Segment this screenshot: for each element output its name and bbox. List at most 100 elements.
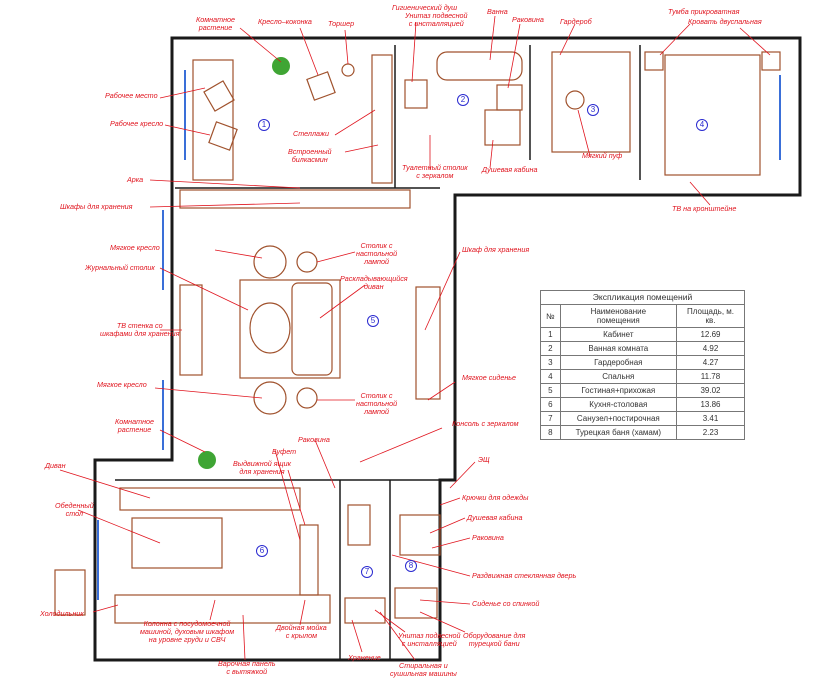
cell: 2 bbox=[540, 341, 561, 356]
label-nightstand: Тумба прикроватная bbox=[668, 7, 740, 16]
washers bbox=[344, 597, 386, 624]
label-hamam-equipment: Оборудование для турецкой бани bbox=[463, 631, 526, 648]
room-number-7: 7 bbox=[361, 566, 373, 578]
plant-office-icon bbox=[272, 57, 290, 75]
windows bbox=[97, 70, 781, 600]
room-number-5: 5 bbox=[367, 315, 379, 327]
label-wardrobe: Гардероб bbox=[560, 17, 592, 26]
shower-top bbox=[484, 109, 521, 146]
label-fridge: Холодильник bbox=[40, 609, 84, 618]
label-floor-lamp: Торшер bbox=[328, 19, 355, 28]
label-toilet-table: Туалетный столик с зеркалом bbox=[402, 163, 468, 180]
cell: 5 bbox=[540, 383, 561, 398]
nightstand-r bbox=[761, 51, 781, 71]
office-shelves bbox=[371, 54, 393, 184]
label-double-sink: Двойная мойка с крылом bbox=[276, 623, 327, 640]
sofa-living bbox=[291, 282, 333, 376]
armchair-bottom bbox=[253, 381, 287, 415]
room-number-4: 4 bbox=[696, 119, 708, 131]
label-sink-bottom: Раковина bbox=[472, 533, 504, 542]
label-soft-chair-top: Мягкое кресло bbox=[110, 243, 160, 252]
shower-bottom bbox=[399, 514, 441, 556]
label-wall-toilet-top: Унитаз подвесной с инсталляцией bbox=[405, 11, 468, 28]
office-chair-2 bbox=[208, 121, 238, 151]
fridge-shape bbox=[54, 569, 86, 616]
label-console-mirror: Консоль с зеркалом bbox=[452, 419, 519, 428]
label-office-plant: Комнатное растение bbox=[196, 15, 236, 32]
label-hob: Варочная панель с вытяжкой bbox=[218, 659, 276, 676]
label-tv-wall: ТВ стенка со шкафами для хранения bbox=[100, 321, 180, 338]
label-washing-machines: Стиральная и сушильная машины bbox=[390, 661, 457, 678]
room-number-8: 8 bbox=[405, 560, 417, 572]
label-built-in-cabinet: Встроенный билкасмин bbox=[288, 147, 332, 164]
label-shower-cabin-top: Душевая кабина bbox=[482, 165, 538, 174]
cell: Гостиная+прихожая bbox=[559, 383, 678, 398]
label-arch: Арка bbox=[127, 175, 144, 184]
col-number: № bbox=[540, 304, 561, 328]
bed bbox=[664, 54, 761, 176]
label-dining-table: Обеденный стол bbox=[55, 501, 94, 518]
lamp-table-top bbox=[296, 251, 318, 273]
label-soft-seat: Мягкое сиденье bbox=[462, 373, 517, 382]
cell: 2.23 bbox=[676, 425, 745, 440]
walls bbox=[93, 36, 802, 662]
cell: 11.78 bbox=[676, 369, 745, 384]
label-shelves: Стеллажи bbox=[293, 129, 329, 138]
cell: Санузел+постирочная bbox=[559, 411, 678, 426]
label-column-appliances: Колонна с посудомоечной машиной, духовым… bbox=[140, 619, 235, 644]
plant-living-icon bbox=[198, 451, 216, 469]
dining-table-shape bbox=[131, 517, 223, 569]
room-number-3: 3 bbox=[587, 104, 599, 116]
label-wall-toilet-bottom: Унитаз подвесной с инсталляцией bbox=[398, 631, 461, 648]
cell: 13.86 bbox=[676, 397, 745, 412]
label-work-chair: Рабочее кресло bbox=[110, 119, 164, 128]
label-buffet: Буфет bbox=[272, 447, 297, 456]
cell: 8 bbox=[540, 425, 561, 440]
cell: 3.41 bbox=[676, 411, 745, 426]
coffee-table-shape bbox=[249, 302, 291, 354]
cell: 6 bbox=[540, 397, 561, 412]
label-sink-top: Раковина bbox=[512, 15, 544, 24]
label-sliding-storage: Выдвижной ящик для хранения bbox=[233, 459, 292, 476]
bath7-toilet bbox=[347, 504, 371, 546]
cell: 4 bbox=[540, 369, 561, 384]
cell: 12.69 bbox=[676, 327, 745, 342]
pouf bbox=[565, 90, 585, 110]
cell: Гардеробная bbox=[559, 355, 678, 370]
cell: Турецкая баня (хамам) bbox=[559, 425, 678, 440]
label-bathtub: Ванна bbox=[487, 7, 508, 16]
office-chair-1 bbox=[203, 80, 235, 112]
label-shu: ЭЩ bbox=[478, 455, 490, 464]
sink-top-shape bbox=[496, 84, 523, 111]
cell: Кухня-столовая bbox=[559, 397, 678, 412]
cell: 3 bbox=[540, 355, 561, 370]
cell: Кабинет bbox=[559, 327, 678, 342]
cell: 39.02 bbox=[676, 383, 745, 398]
furniture bbox=[54, 51, 781, 624]
label-soft-chair-bottom: Мягкое кресло bbox=[97, 380, 147, 389]
plants bbox=[198, 57, 290, 469]
leader-lines bbox=[59, 15, 771, 661]
cell: Ванная комната bbox=[559, 341, 678, 356]
storage-cabinet-right bbox=[415, 286, 441, 400]
tv-wall-shape bbox=[179, 284, 203, 376]
label-workplace: Рабочее место bbox=[105, 91, 158, 100]
living-rug bbox=[239, 279, 341, 379]
cell: Спальня bbox=[559, 369, 678, 384]
cell: 4.27 bbox=[676, 355, 745, 370]
label-sink-mid: Раковина bbox=[298, 435, 330, 444]
label-sofa: Диван bbox=[45, 461, 66, 470]
label-lamp-table-top: Столик с настольной лампой bbox=[356, 241, 398, 266]
armchair-top bbox=[253, 245, 287, 279]
cell: 7 bbox=[540, 411, 561, 426]
col-name: Наименование помещения bbox=[559, 304, 678, 328]
label-clothes-hooks: Крючки для одежды bbox=[462, 493, 529, 502]
label-seat-backrest: Сиденье со спинкой bbox=[472, 599, 540, 608]
lamp-table-bottom bbox=[296, 387, 318, 409]
room-number-2: 2 bbox=[457, 94, 469, 106]
